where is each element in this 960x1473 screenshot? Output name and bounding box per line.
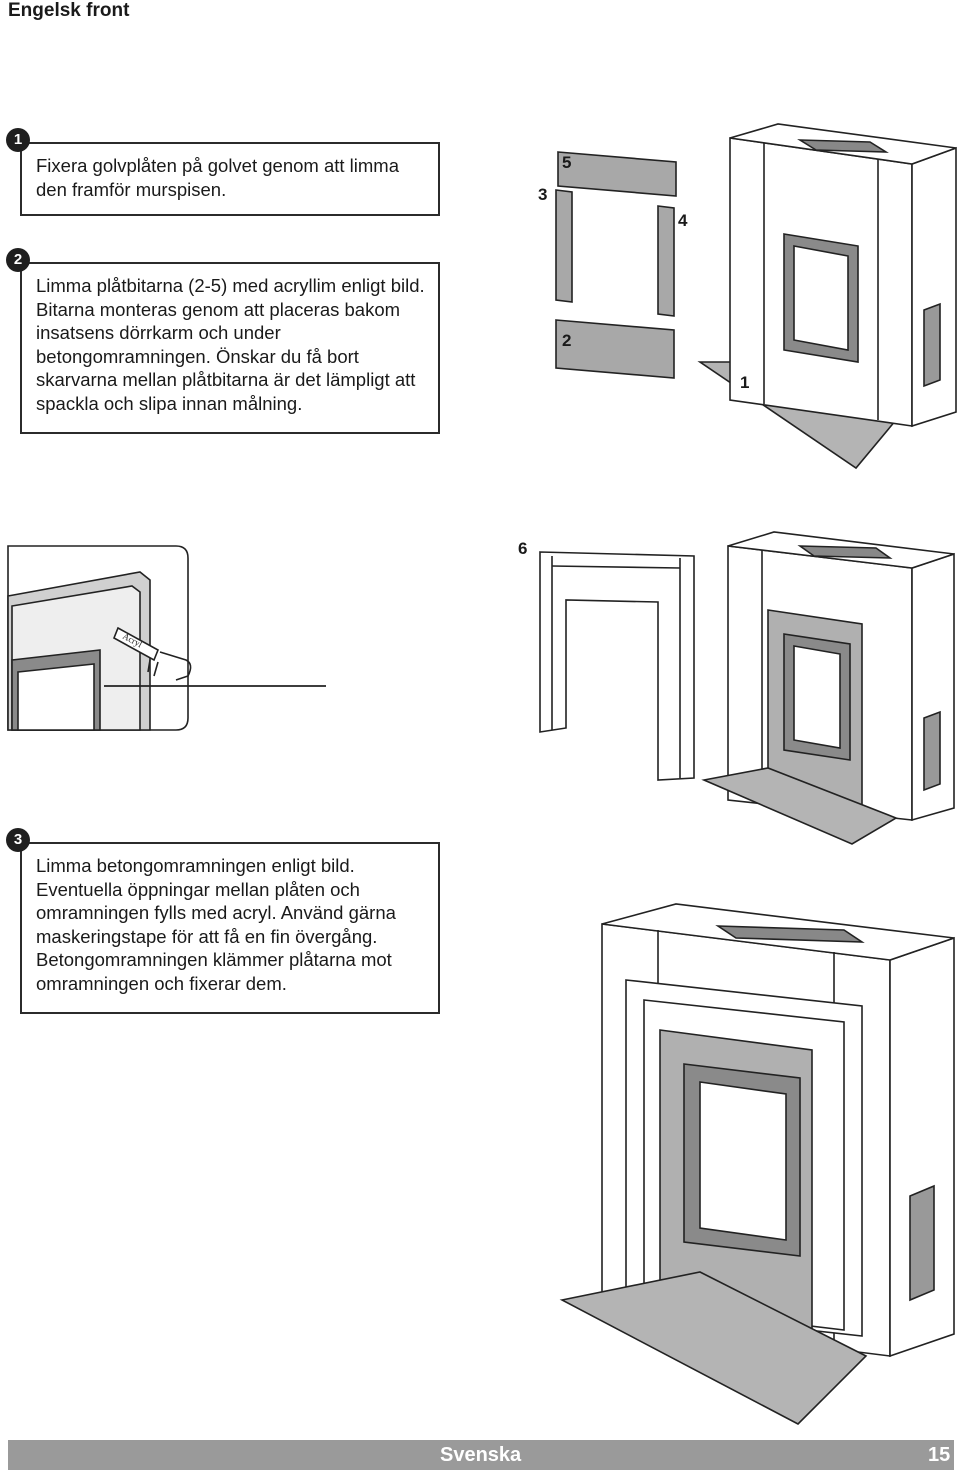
acryl-tube <box>112 626 160 662</box>
fireplace-side <box>911 146 957 428</box>
step-3-box: Limma betongomramningen enligt bild. Eve… <box>20 842 440 1014</box>
label-3: 3 <box>538 185 547 204</box>
side-vent-3 <box>909 1184 935 1302</box>
label-1: 1 <box>740 373 749 392</box>
step-1-number: 1 <box>6 128 30 152</box>
step-2-number: 2 <box>6 248 30 272</box>
footer-bar <box>8 1440 954 1470</box>
page-title: Engelsk front <box>8 0 130 21</box>
plate-5 <box>557 151 677 197</box>
label-2: 2 <box>562 331 571 350</box>
plate-2 <box>555 319 675 379</box>
floor-plate-3 <box>559 1271 868 1425</box>
plate-4 <box>657 205 675 317</box>
label-6: 6 <box>518 539 527 558</box>
step-1-text: Fixera golvplåten på golvet genom att li… <box>36 155 399 200</box>
step-3-text: Limma betongomramningen enligt bild. Eve… <box>36 855 396 994</box>
step-3-number: 3 <box>6 828 30 852</box>
step-2-box: Limma plåtbitarna (2-5) med acryllim enl… <box>20 262 440 434</box>
step-1-box: Fixera golvplåten på golvet genom att li… <box>20 142 440 216</box>
top-opening <box>797 139 889 153</box>
side-vent <box>923 302 941 388</box>
plate-3 <box>555 189 573 303</box>
surround-6 <box>539 551 695 781</box>
label-4: 4 <box>678 211 688 230</box>
page-number: 15 <box>928 1444 951 1466</box>
footer-language: Svenska <box>440 1444 522 1466</box>
label-5: 5 <box>562 153 571 172</box>
floor-plate-2 <box>701 767 898 845</box>
step-2-text: Limma plåtbitarna (2-5) med acryllim enl… <box>36 275 425 414</box>
